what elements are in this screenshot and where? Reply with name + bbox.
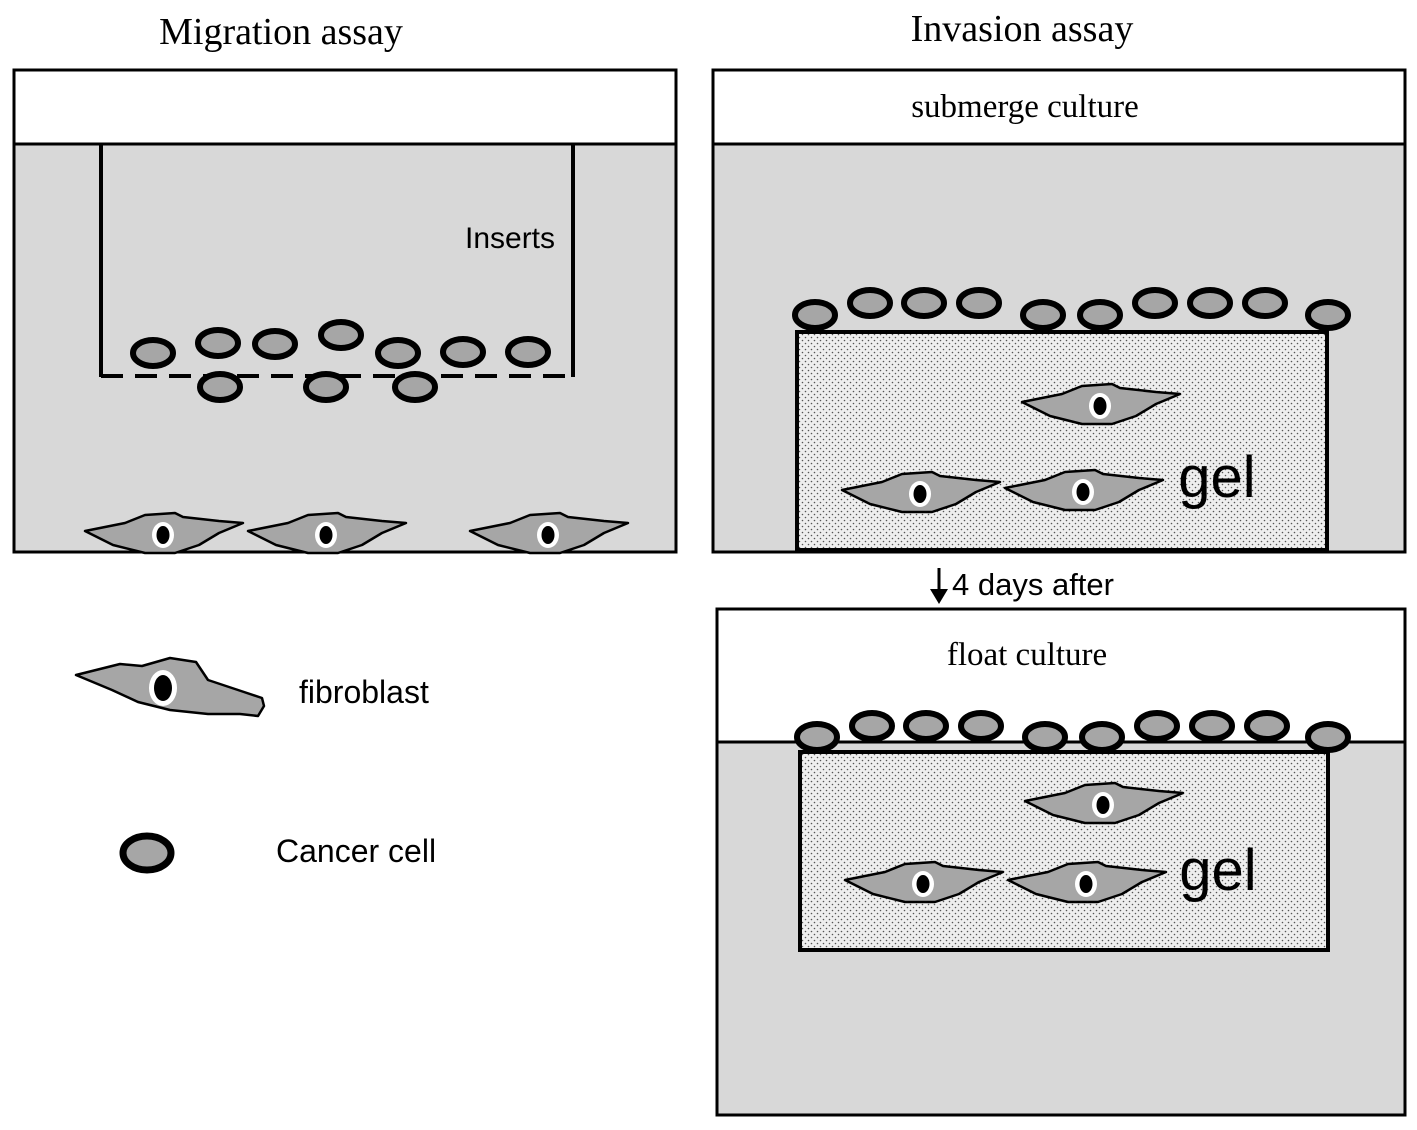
cancer-cell bbox=[906, 713, 946, 739]
cancer-cell bbox=[198, 330, 238, 356]
invasion-assay-title: Invasion assay bbox=[911, 8, 1134, 50]
four-days-after-label: 4 days after bbox=[952, 567, 1114, 602]
cancer-cell bbox=[1135, 290, 1175, 316]
cancer-cell bbox=[852, 713, 892, 739]
cancer-cell bbox=[1025, 724, 1065, 750]
gel-label: gel bbox=[1178, 445, 1255, 510]
gel-label: gel bbox=[1179, 838, 1256, 903]
cancer-cell bbox=[1190, 290, 1230, 316]
cancer-cell-icon bbox=[119, 832, 175, 874]
cancer-cell bbox=[850, 290, 890, 316]
cancer-cell bbox=[378, 340, 418, 366]
submerge-culture-label: submerge culture bbox=[911, 89, 1139, 125]
cancer-cell bbox=[1080, 302, 1120, 328]
cancer-cell-label: Cancer cell bbox=[276, 833, 436, 869]
migration-panel: Inserts bbox=[12, 68, 678, 555]
cancer-cell bbox=[1137, 713, 1177, 739]
insert bbox=[99, 144, 575, 378]
float-culture-label: float culture bbox=[947, 637, 1107, 673]
cancer-cell bbox=[508, 339, 548, 365]
cancer-cell bbox=[1192, 713, 1232, 739]
cancer-cell bbox=[959, 290, 999, 316]
cancer-cell bbox=[1308, 724, 1348, 750]
time-step: 4 days after bbox=[930, 567, 1114, 604]
fibroblast-icon bbox=[74, 656, 266, 718]
cancer-cell bbox=[904, 290, 944, 316]
fibroblast-label: fibroblast bbox=[299, 674, 429, 710]
cancer-cell bbox=[321, 322, 361, 348]
cancer-cell bbox=[1308, 302, 1348, 328]
float-culture-panel: float culture gel bbox=[715, 607, 1407, 1117]
cancer-cell bbox=[306, 374, 346, 400]
legend: fibroblast Cancer cell bbox=[74, 656, 436, 874]
cancer-cell bbox=[200, 374, 240, 400]
floating-gel bbox=[798, 750, 1330, 952]
cancer-cell bbox=[443, 339, 483, 365]
collagen-gel bbox=[795, 330, 1329, 552]
cancer-cell bbox=[395, 374, 435, 400]
down-arrow-icon bbox=[930, 568, 948, 604]
inserts-label: Inserts bbox=[465, 222, 555, 255]
cancer-cell bbox=[795, 302, 835, 328]
cancer-cell bbox=[1023, 302, 1063, 328]
cancer-cell bbox=[1082, 724, 1122, 750]
submerge-culture-panel: submerge culture gel bbox=[711, 68, 1407, 554]
cancer-cell bbox=[255, 331, 295, 357]
migration-assay-title: Migration assay bbox=[159, 11, 403, 53]
cancer-cell bbox=[797, 724, 837, 750]
cancer-cell bbox=[133, 340, 173, 366]
cancer-cell bbox=[961, 713, 1001, 739]
cancer-cell bbox=[1247, 713, 1287, 739]
cancer-cell bbox=[1245, 290, 1285, 316]
